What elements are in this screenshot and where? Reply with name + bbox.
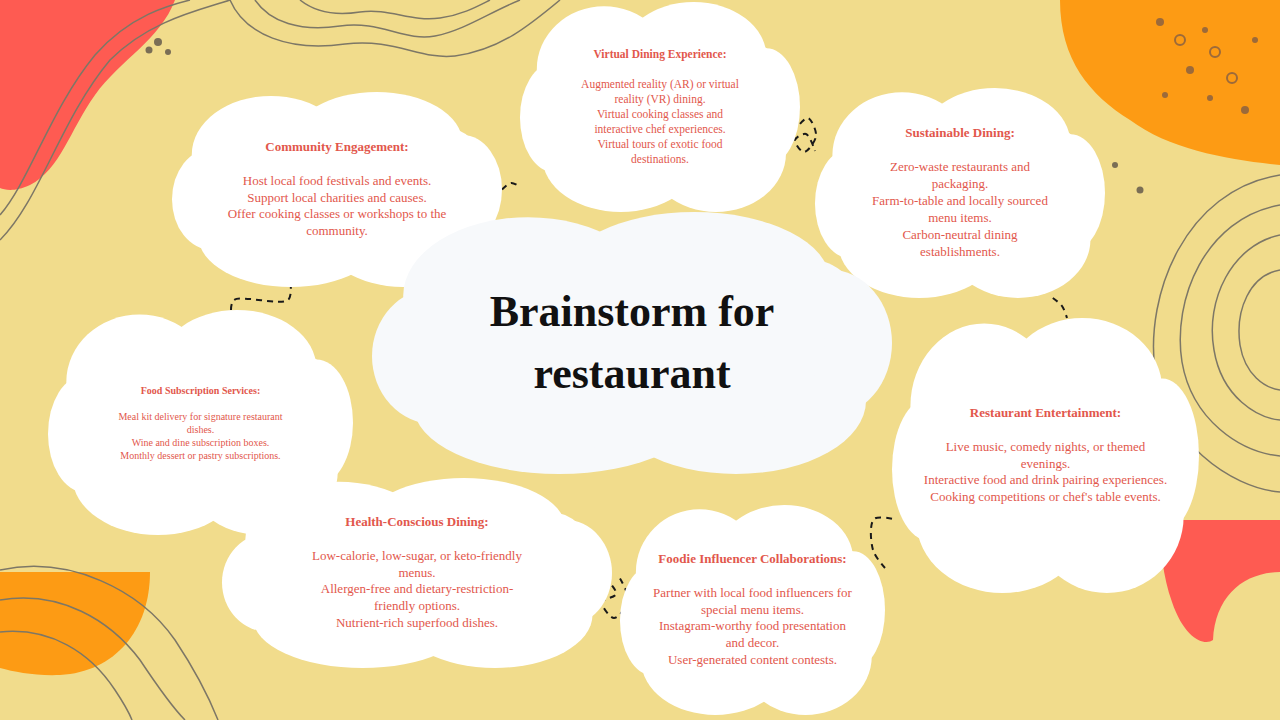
contour-line <box>0 566 218 720</box>
contour-line <box>255 0 520 37</box>
dot <box>1162 92 1168 98</box>
central-title: Brainstorm for restaurant <box>462 281 802 404</box>
dashed-connector <box>871 517 892 568</box>
cloud-bump <box>540 23 764 191</box>
contour-line <box>230 0 560 56</box>
dot <box>1227 73 1237 83</box>
idea-item: Carbon-neutral dining establishments. <box>865 227 1055 261</box>
dashed-connector <box>502 183 520 190</box>
cloud-bump <box>249 497 561 649</box>
orange-shape <box>0 572 150 675</box>
text-block: Health-Conscious Dining: Low-calorie, low… <box>312 514 522 632</box>
idea-item: Support local charities and causes. <box>220 190 455 207</box>
cloud-node: Brainstorm for restaurant <box>372 212 892 474</box>
cloud-node: Health-Conscious Dining: Low-calorie, low… <box>222 478 612 668</box>
idea-item: Monthly dessert or pastry subscriptions. <box>113 449 288 462</box>
cloud-bump <box>835 109 1067 277</box>
dot <box>1156 18 1164 26</box>
dot <box>146 47 153 54</box>
contour-line <box>0 0 190 215</box>
text-block: Community Engagement: Host local food fes… <box>220 139 455 240</box>
idea-item: Offer cooking classes or workshops to th… <box>220 206 455 240</box>
contour-line <box>0 631 132 720</box>
contour-line <box>1212 235 1280 420</box>
idea-item: Live music, comedy nights, or themed eve… <box>923 439 1168 473</box>
contour-line <box>0 598 185 720</box>
dashed-connector <box>1053 298 1067 318</box>
dot <box>1137 187 1144 194</box>
idea-item: Farm-to-table and locally sourced menu i… <box>865 193 1055 227</box>
cloud-bump <box>69 333 313 513</box>
cloud-heading: Foodie Influencer Collaborations: <box>653 551 853 568</box>
idea-item: Zero-waste restaurants and packaging. <box>865 159 1055 193</box>
dot <box>165 49 171 55</box>
idea-item: Wine and dine subscription boxes. <box>113 436 288 449</box>
dot <box>1186 66 1194 74</box>
red-blob <box>0 0 175 190</box>
dot <box>1252 37 1258 43</box>
idea-item: Meal kit delivery for signature restaura… <box>113 410 288 436</box>
idea-item: Partner with local food influencers for … <box>653 585 853 619</box>
idea-item: User-generated content contests. <box>653 652 853 669</box>
cloud-heading: Virtual Dining Experience: <box>575 47 745 62</box>
dot <box>1202 27 1208 33</box>
text-block: Restaurant Entertainment: Live music, com… <box>923 405 1168 506</box>
cloud-heading: Food Subscription Services: <box>113 384 288 397</box>
idea-item: Augmented reality (AR) or virtual realit… <box>575 77 745 107</box>
cloud-node: Foodie Influencer Collaborations: Partner… <box>620 505 885 715</box>
text-block: Brainstorm for restaurant <box>462 281 802 404</box>
dot <box>154 38 162 46</box>
idea-item: Host local food festivals and events. <box>220 173 455 190</box>
idea-item: Allergen-free and dietary-restriction-fr… <box>312 581 522 615</box>
cloud-heading: Community Engagement: <box>220 139 455 156</box>
idea-item: Cooking competitions or chef's table eve… <box>923 489 1168 506</box>
text-block: Food Subscription Services: Meal kit deli… <box>113 384 288 462</box>
dot <box>1207 95 1213 101</box>
cloud-shape <box>520 2 800 212</box>
cloud-heading: Health-Conscious Dining: <box>312 514 522 531</box>
cloud-bump <box>408 238 824 448</box>
text-block: Foodie Influencer Collaborations: Partner… <box>653 551 853 669</box>
cloud-shape <box>372 212 892 474</box>
idea-item: Nutrient-rich superfood dishes. <box>312 615 522 632</box>
text-block: Virtual Dining Experience: Augmented real… <box>575 47 745 167</box>
dot <box>1175 35 1185 45</box>
orange-blob <box>1060 0 1280 165</box>
cloud-heading: Restaurant Entertainment: <box>923 405 1168 422</box>
idea-item: Virtual tours of exotic food destination… <box>575 137 745 167</box>
idea-item: Virtual cooking classes and interactive … <box>575 107 745 137</box>
contour-line <box>1239 270 1280 390</box>
dot <box>1210 47 1220 57</box>
contour-line <box>300 0 490 19</box>
idea-item: Low-calorie, low-sugar, or keto-friendly… <box>312 548 522 582</box>
cloud-heading: Sustainable Dining: <box>865 125 1055 142</box>
cloud-node: Restaurant Entertainment: Live music, com… <box>892 318 1199 593</box>
dashed-connector <box>231 287 291 310</box>
idea-item: Instagram-worthy food presentation and d… <box>653 618 853 652</box>
dot <box>1112 162 1118 168</box>
cloud-bump <box>195 112 459 268</box>
text-block: Sustainable Dining: Zero-waste restaurant… <box>865 125 1055 260</box>
contour-line <box>1180 205 1280 456</box>
cloud-node: Sustainable Dining: Zero-waste restaurant… <box>815 88 1105 298</box>
cloud-node: Virtual Dining Experience: Augmented real… <box>520 2 800 212</box>
dot <box>1241 106 1249 114</box>
idea-item: Interactive food and drink pairing exper… <box>923 472 1168 489</box>
